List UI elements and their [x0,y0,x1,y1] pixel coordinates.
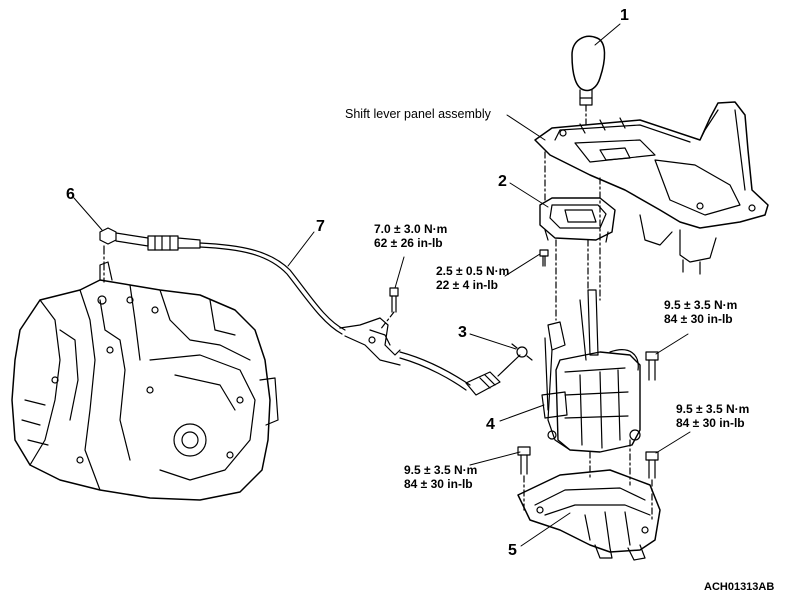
callout-5: 5 [508,542,517,559]
panel-screw [539,249,549,267]
right-lower-bolt [645,451,659,521]
cable-bracket-bolt [379,287,399,331]
transmission-housing [11,261,279,501]
indicator-panel [539,197,616,321]
leader-lines [73,23,691,547]
callout-6: 6 [66,186,75,203]
shift-knob [571,35,606,126]
torque-cable-bolt: 7.0 ± 3.0 N·m 62 ± 26 in-lb [374,222,447,251]
torque-inlb: 84 ± 30 in-lb [664,312,733,327]
assembly-label: Shift lever panel assembly [345,107,491,121]
shift-cable [99,227,521,396]
torque-nm: 2.5 ± 0.5 N·m [436,264,510,278]
torque-inlb: 84 ± 30 in-lb [404,477,473,492]
torque-inlb: 22 ± 4 in-lb [436,278,498,293]
figure-code: ACH01313AB [704,581,775,593]
callout-3: 3 [458,324,467,341]
torque-nm: 9.5 ± 3.5 N·m [676,402,750,416]
torque-nm: 7.0 ± 3.0 N·m [374,222,448,236]
callout-2: 2 [498,173,507,190]
shift-lever-assembly [541,289,641,486]
torque-panel-bolt: 2.5 ± 0.5 N·m 22 ± 4 in-lb [436,264,509,293]
torque-nm: 9.5 ± 3.5 N·m [664,298,738,312]
torque-right-upper: 9.5 ± 3.5 N·m 84 ± 30 in-lb [664,298,737,327]
base-bracket [517,469,661,561]
torque-left-lower: 9.5 ± 3.5 N·m 84 ± 30 in-lb [404,463,477,492]
callout-4: 4 [486,416,495,433]
left-lower-bolt [517,446,531,511]
torque-inlb: 62 ± 26 in-lb [374,236,443,251]
cable-clip [511,343,533,361]
shift-lever-panel-assembly [534,101,769,301]
torque-nm: 9.5 ± 3.5 N·m [404,463,478,477]
torque-inlb: 84 ± 30 in-lb [676,416,745,431]
callout-7: 7 [316,218,325,235]
callout-1: 1 [620,7,629,24]
torque-right-lower: 9.5 ± 3.5 N·m 84 ± 30 in-lb [676,402,749,431]
right-upper-bolt [645,351,659,381]
